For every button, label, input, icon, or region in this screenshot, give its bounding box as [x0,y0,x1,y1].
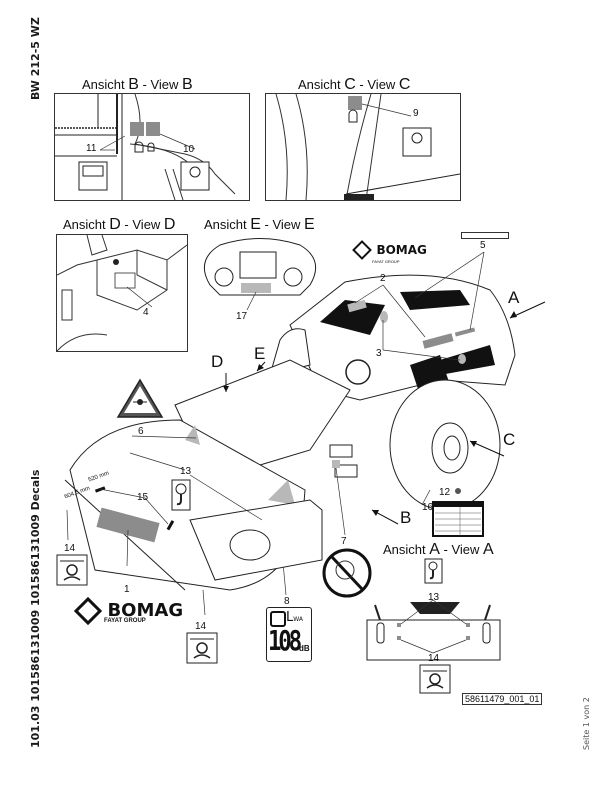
direction-e: E [254,344,266,363]
decal-14-right [466,636,470,640]
decal-6b [268,480,295,505]
decal-2b [422,333,454,349]
ecology-badge-icon [345,359,371,385]
brand-logo-main: BOMAG FAYAT GROUP [73,596,183,625]
decal-13-left [397,623,401,627]
callout-2: 2 [380,273,386,284]
decal-11 [130,122,144,136]
callout-17: 17 [236,311,248,322]
hearing-protection-icon [134,141,144,153]
direction-a: A [508,288,520,307]
brand-logo-top: BOMAG FAYAT GROUP [352,239,427,264]
callout-8: 8 [284,596,290,607]
view-a-title: Ansicht A - View A [383,541,494,558]
view-b-panel [54,93,250,201]
direction-c: C [503,430,516,449]
decal-13-right [466,623,470,627]
sound-power-icon [270,611,286,627]
decal-17 [241,283,271,293]
side-window [440,345,495,375]
callout-14-view-a: 14 [428,653,440,664]
callout-11: 11 [86,143,97,154]
decal-6 [185,425,200,445]
view-d-panel [56,234,188,352]
drawing-number: 58611479_001_01 [462,693,543,705]
view-b-title: Ansicht B - View B [82,76,193,93]
callout-16: 16 [422,502,434,513]
direction-d: D [211,352,224,371]
decal-15a [94,486,106,493]
decal-9 [348,96,362,110]
callout-7: 7 [341,536,347,547]
callout-4: 4 [143,307,149,318]
decal-10 [146,122,160,136]
decal-3a [380,311,388,323]
decal-3b [458,354,466,364]
view-d-drawing [57,235,187,351]
callout-14-left: 14 [64,543,76,554]
callout-5: 5 [480,240,486,251]
decal-7 [332,460,340,468]
callout-15: 15 [137,492,149,503]
view-c-drawing [275,94,460,200]
callout-9: 9 [413,108,419,119]
view-d-title: Ansicht D - View D [63,216,176,233]
noise-level-symbol: L [286,610,294,625]
callout-3: 3 [376,348,382,359]
callout-13-main: 13 [180,466,192,477]
sound-power-decal: LWA 108 dB [266,607,312,662]
noise-value: 108 [268,624,302,657]
view-b-drawing [55,94,236,200]
callout-14-bottom: 14 [195,621,207,632]
decal-12 [455,488,461,494]
callout-1: 1 [124,584,130,595]
view-e-title: Ansicht E - View E [204,216,315,233]
decal-2a [347,299,367,313]
hood-window-2 [400,290,470,310]
direction-b: B [400,508,412,527]
decal-15b [166,520,175,531]
decal-1 [96,507,160,543]
callout-12: 12 [439,487,451,498]
decal-4 [114,272,136,289]
callout-10: 10 [183,144,195,155]
noise-unit: dB [299,644,310,653]
callout-6: 6 [138,426,144,437]
view-c-panel [265,93,461,201]
noise-level-sub: WA [293,616,303,623]
callout-13-view-a: 13 [428,592,440,603]
blank-decal-strip [461,232,509,239]
view-c-title: Ansicht C - View C [298,76,411,93]
bulb-icon [147,142,155,152]
hood-window-1 [320,300,385,335]
decal-14-left [397,636,401,640]
